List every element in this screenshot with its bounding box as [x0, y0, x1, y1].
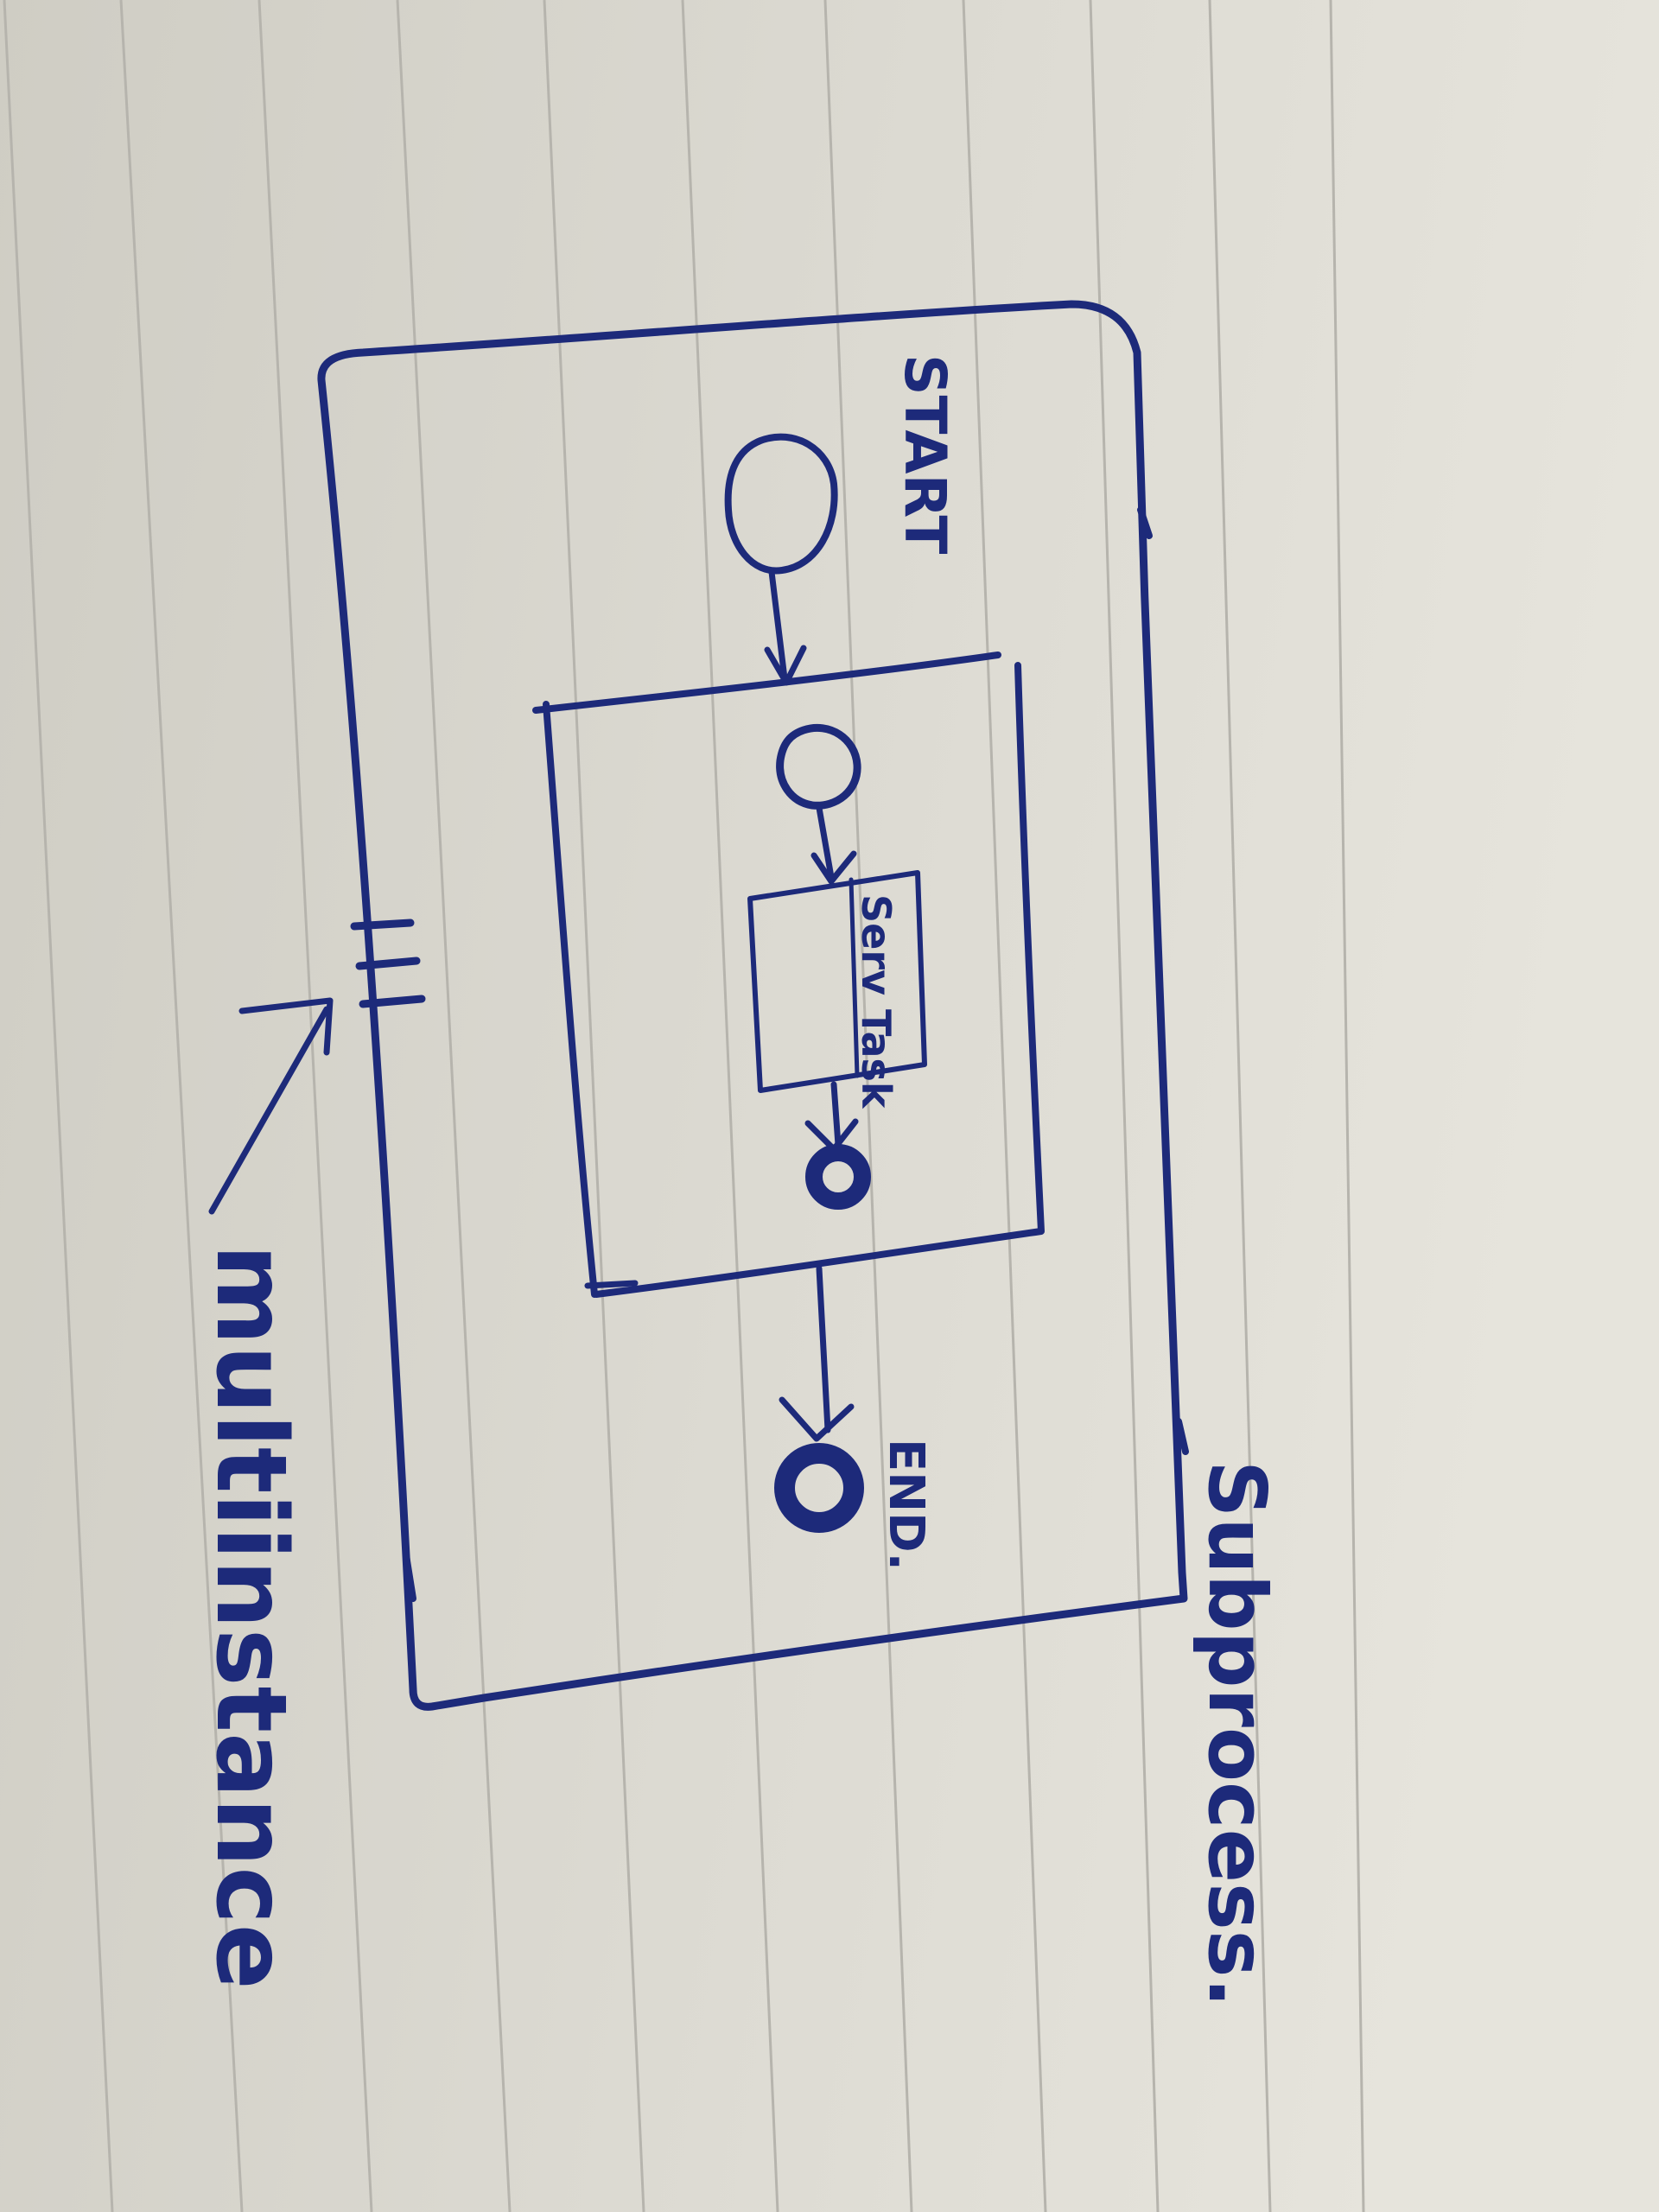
service-task-label: Serv Task	[853, 894, 899, 1109]
parallel-bars-icon	[350, 918, 426, 1008]
inner-end-event-icon	[805, 1144, 871, 1210]
subprocess-box	[317, 300, 1189, 1711]
end-label: END.	[878, 1439, 934, 1571]
inner-process-box	[532, 652, 1045, 1298]
inner-box-to-end-flow	[779, 1265, 855, 1442]
inner-start-event-icon	[776, 723, 861, 810]
start-sequence-flow	[764, 569, 807, 686]
inner-start-flow	[810, 804, 857, 885]
subprocess-label: Subprocess.	[1191, 1460, 1283, 2007]
end-event-icon	[774, 1443, 864, 1533]
start-event-icon	[724, 433, 838, 575]
start-label: START	[892, 354, 958, 554]
multiinstance-annotation-arrow	[208, 997, 334, 1215]
service-task-box	[747, 870, 927, 1093]
multiinstance-label: multiinstance	[194, 1244, 307, 1990]
ruled-lines	[3, 0, 1365, 2212]
